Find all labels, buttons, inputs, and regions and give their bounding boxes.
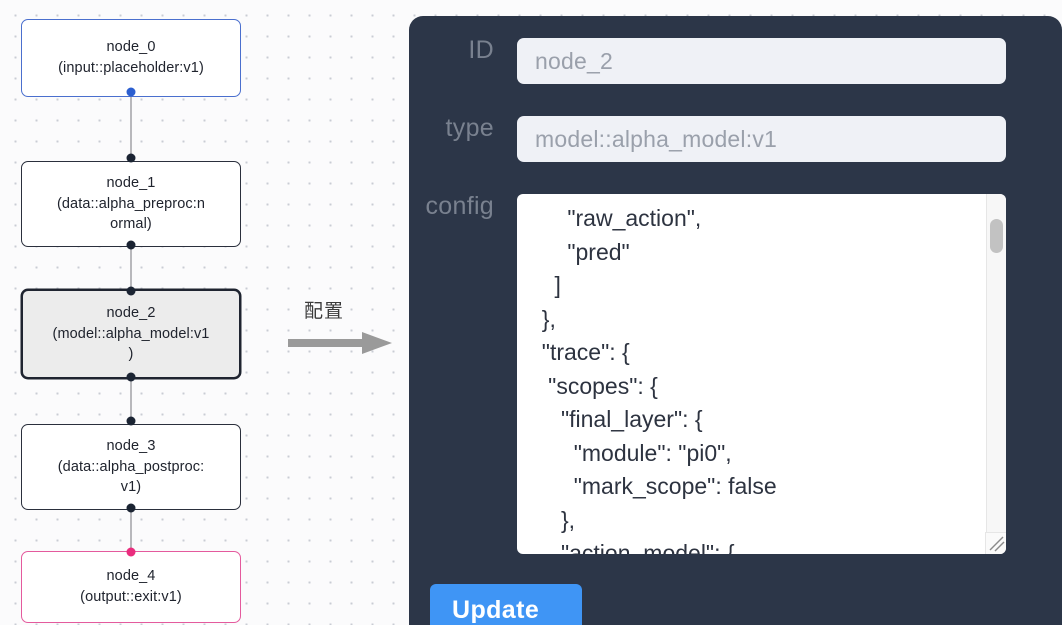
edge-node2-node3 <box>130 375 132 428</box>
node-handle-source-node_3[interactable] <box>126 503 136 513</box>
node-handle-source-node_2[interactable] <box>126 372 136 382</box>
form-row-type: type <box>409 116 1006 162</box>
node-handle-target-node_4[interactable] <box>126 547 136 557</box>
type-field-label: type <box>445 114 494 142</box>
graph-node-label: node_1 (data::alpha_preproc:n ormal) <box>56 175 206 233</box>
config-field-label: config <box>425 192 494 220</box>
graph-node-node_4[interactable]: node_4 (output::exit:v1) <box>21 551 241 623</box>
edge-node3-node4 <box>130 506 132 555</box>
form-row-id: ID <box>409 38 1006 84</box>
graph-node-node_3[interactable]: node_3 (data::alpha_postproc: v1) <box>21 424 241 510</box>
edge-node0-node1 <box>130 92 132 165</box>
graph-node-label: node_2 (model::alpha_model:v1 ) <box>52 305 210 363</box>
id-input[interactable] <box>517 38 1006 84</box>
type-input[interactable] <box>517 116 1006 162</box>
graph-node-node_2[interactable]: node_2 (model::alpha_model:v1 ) <box>21 289 241 379</box>
node-handle-target-node_1[interactable] <box>126 153 136 163</box>
edge-node1-node2 <box>130 243 132 293</box>
node-handle-source-node_0[interactable] <box>126 87 136 97</box>
config-textarea[interactable] <box>517 194 987 554</box>
id-field-label: ID <box>468 36 494 64</box>
node-handle-target-node_3[interactable] <box>126 416 136 426</box>
flow-annotation: 配置 <box>288 296 398 362</box>
right-arrow-icon <box>288 332 392 354</box>
graph-node-label: node_4 (output::exit:v1) <box>80 568 182 605</box>
node-handle-source-node_1[interactable] <box>126 240 136 250</box>
config-textarea-scroll-thumb[interactable] <box>990 219 1003 253</box>
graph-node-node_1[interactable]: node_1 (data::alpha_preproc:n ormal) <box>21 161 241 247</box>
update-button[interactable]: Update <box>430 584 582 625</box>
node-handle-target-node_2[interactable] <box>126 286 136 296</box>
graph-node-label: node_3 (data::alpha_postproc: v1) <box>57 438 205 496</box>
config-textarea-wrapper <box>517 194 1006 554</box>
config-panel: ID type config Update <box>409 16 1062 625</box>
config-textarea-scrollbar[interactable] <box>986 194 1006 533</box>
form-row-config: config <box>409 194 1006 554</box>
graph-node-node_0[interactable]: node_0 (input::placeholder:v1) <box>21 19 241 97</box>
flow-annotation-caption: 配置 <box>304 300 345 322</box>
config-textarea-resize-handle[interactable] <box>985 532 1006 554</box>
graph-node-label: node_0 (input::placeholder:v1) <box>58 39 204 76</box>
